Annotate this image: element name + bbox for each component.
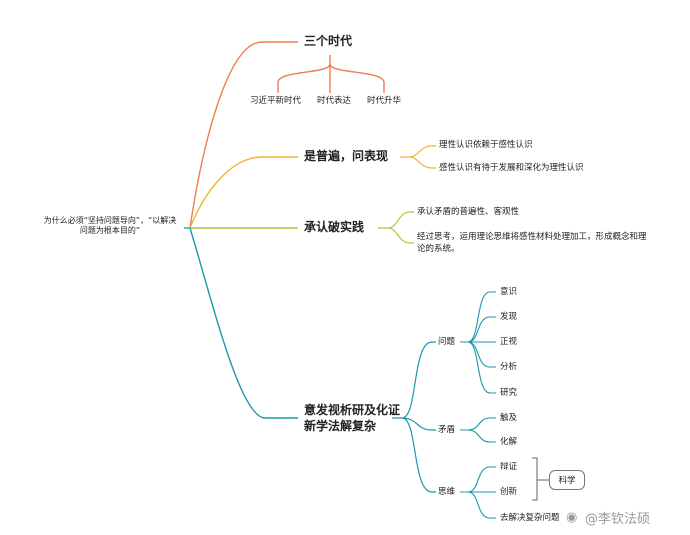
- branch-three-eras: 三个时代: [304, 34, 353, 48]
- leaf-dialectic: 辩证: [500, 462, 518, 472]
- branch-3-sublinks: [378, 211, 414, 244]
- branch-1-link: [189, 41, 298, 229]
- branch-2-sublinks: [400, 145, 436, 169]
- problem-sublinks: [460, 291, 496, 394]
- branch-4-sublinks: [392, 341, 436, 493]
- branch-2-link: [189, 156, 298, 229]
- science-bracket: [532, 457, 549, 501]
- branch-1-bracket: [277, 55, 385, 93]
- branch-universal: 是普遍，问表现: [304, 149, 389, 163]
- branch-4-link: [189, 227, 298, 419]
- leaf-touch: 触及: [500, 413, 518, 423]
- leaf-analyze: 分析: [500, 362, 518, 372]
- leaf-theory-system: 经过思考，运用理论思维将感性材料处理加工，形成概念和理论的系统。: [417, 232, 647, 255]
- science-box: 科学: [549, 470, 585, 490]
- leaf-perceptual-develop: 感性认识有待于发展和深化为理性认识: [439, 163, 584, 173]
- root-topic: 为什么必须“坚持问题导向”，“以解决问题为根本目的”: [43, 216, 177, 236]
- watermark: @李钦法硕: [585, 512, 651, 527]
- leaf-era-expression: 时代表达: [317, 96, 352, 106]
- branch-complex: 意发视析研及化证新学法解复杂: [304, 403, 401, 434]
- leaf-resolve: 化解: [500, 437, 518, 447]
- leaf-research: 研究: [500, 388, 518, 398]
- leaf-innovation: 创新: [500, 487, 518, 497]
- contradiction-sublinks: [460, 417, 496, 443]
- leaf-xi-new-era: 习近平新时代: [250, 96, 302, 106]
- leaf-era-sublimation: 时代升华: [367, 96, 402, 106]
- thinking-sublinks: [460, 466, 496, 519]
- leaf-awareness: 意识: [500, 287, 518, 297]
- branch-practice: 承认破实践: [304, 220, 365, 234]
- weibo-logo-icon: ◉: [566, 510, 578, 525]
- node-thinking: 思维: [438, 487, 456, 497]
- leaf-face: 正视: [500, 337, 518, 347]
- leaf-solve-complex: 去解决复杂问题: [500, 513, 560, 523]
- node-contradiction: 矛盾: [438, 425, 456, 435]
- leaf-discover: 发现: [500, 312, 518, 322]
- leaf-acknowledge-contradiction: 承认矛盾的普遍性、客观性: [417, 207, 520, 217]
- leaf-rational-depends: 理性认识依赖于感性认识: [439, 140, 533, 150]
- node-problem: 问题: [438, 337, 456, 347]
